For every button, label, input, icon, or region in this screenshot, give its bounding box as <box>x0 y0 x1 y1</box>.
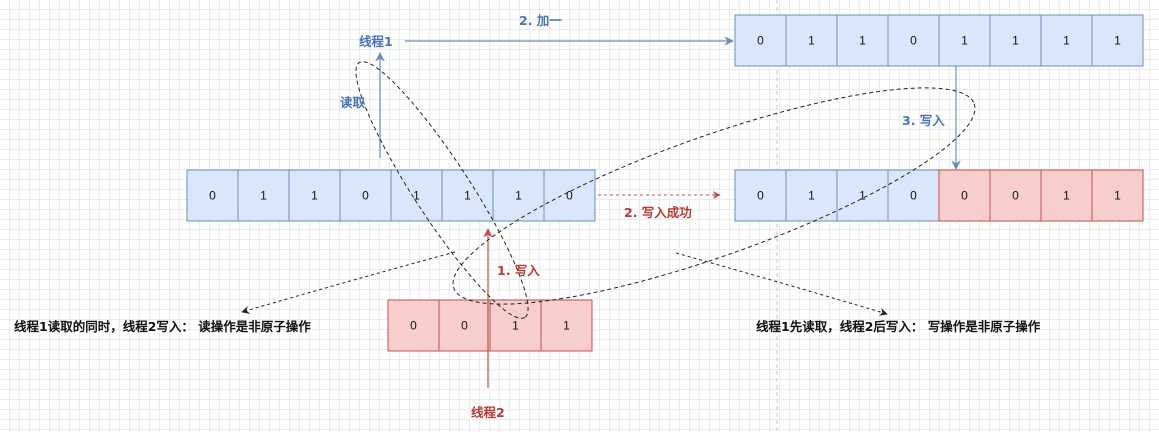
middle-left-cell-value: 0 <box>362 189 369 203</box>
middle-left-cell-value: 0 <box>566 189 573 203</box>
middle-right-cell <box>836 169 889 222</box>
middle-right-cell-value: 0 <box>1012 189 1019 203</box>
thread2-label: 线程2 <box>471 405 505 420</box>
top-right-cell-value: 1 <box>1063 34 1070 48</box>
middle-left-cell-value: 0 <box>209 189 216 203</box>
middle-left-cell-value: 1 <box>464 189 471 203</box>
middle-right-cell-value: 1 <box>859 189 866 203</box>
bottom-cell-value: 0 <box>410 319 417 333</box>
middle-right-cell-value: 1 <box>808 189 815 203</box>
write-step3-label: 3. 写入 <box>902 113 945 128</box>
middle-left-cell <box>543 169 596 222</box>
left-note: 线程1读取的同时，线程2写入： 读操作是非原子操作 <box>14 319 311 334</box>
top-right-cell-value: 1 <box>1012 34 1019 48</box>
middle-right-cell <box>887 169 940 222</box>
middle-right-cell-value: 1 <box>1063 189 1070 203</box>
middle-right-cell <box>734 169 787 222</box>
middle-left-cell-value: 1 <box>515 189 522 203</box>
middle-left-cell <box>441 169 494 222</box>
right-dashed-ellipse <box>452 87 976 305</box>
middle-right-cell <box>938 169 991 222</box>
top-right-cell-value: 0 <box>910 34 917 48</box>
array-middle-right: 0 1 1 0 0 0 1 1 <box>734 169 1144 222</box>
array-bottom: 0 0 1 1 <box>387 299 593 352</box>
middle-right-cell-value: 0 <box>910 189 917 203</box>
bottom-cell-value: 1 <box>512 319 519 333</box>
top-right-cell-value: 1 <box>859 34 866 48</box>
middle-right-cell <box>1040 169 1093 222</box>
write-success-label: 2. 写入成功 <box>624 205 692 220</box>
middle-left-cell-value: 1 <box>260 189 267 203</box>
write-step1-label: 1. 写入 <box>497 263 540 278</box>
thread1-label: 线程1 <box>359 34 393 49</box>
bottom-cell-value: 1 <box>563 319 570 333</box>
top-right-cell <box>1091 14 1144 67</box>
middle-right-cell-value: 0 <box>961 189 968 203</box>
bottom-cell <box>540 299 593 352</box>
top-right-cell-value: 1 <box>1114 34 1121 48</box>
read-label: 读取 <box>340 95 366 110</box>
top-right-cell-value: 0 <box>757 34 764 48</box>
top-right-cell-value: 1 <box>961 34 968 48</box>
array-middle-left: 0 1 1 0 1 1 1 0 <box>186 169 596 222</box>
middle-right-cell-value: 1 <box>1114 189 1121 203</box>
middle-left-cell-value: 1 <box>413 189 420 203</box>
left-note-pointer <box>241 251 456 314</box>
right-note: 线程1先读取，线程2后写入： 写操作是非原子操作 <box>756 319 1041 334</box>
top-right-cell <box>734 14 787 67</box>
top-right-cell <box>785 14 838 67</box>
add-one-label: 2. 加一 <box>519 13 562 28</box>
middle-left-cell-value: 1 <box>311 189 318 203</box>
bottom-cell-value: 0 <box>461 319 468 333</box>
middle-right-cell <box>1091 169 1144 222</box>
right-note-pointer <box>675 252 888 316</box>
top-right-cell <box>887 14 940 67</box>
top-right-cell <box>836 14 889 67</box>
bottom-cell <box>489 299 542 352</box>
middle-right-cell-value: 0 <box>757 189 764 203</box>
top-right-cell-value: 1 <box>808 34 815 48</box>
middle-left-cell <box>339 169 392 222</box>
middle-right-cell <box>785 169 838 222</box>
middle-left-cell <box>237 169 290 222</box>
bottom-cell <box>438 299 491 352</box>
top-right-cell <box>989 14 1042 67</box>
array-top-right: 0 1 1 0 1 1 1 1 <box>734 14 1144 67</box>
